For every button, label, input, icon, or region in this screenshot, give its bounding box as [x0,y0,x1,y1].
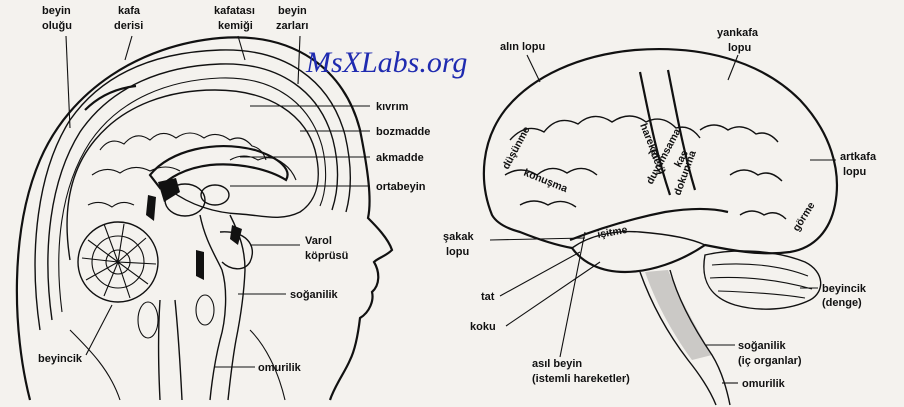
label-kafa-derisi-1: kafa [118,5,141,17]
label-akmadde: akmadde [376,152,424,164]
label-ortabeyin: ortabeyin [376,181,426,193]
label-beyincik-denge-1: beyincik [822,283,867,295]
label-omurilik-right: omurilik [742,378,786,390]
label-asil-beyin-1: asıl beyin [532,358,582,370]
left-leader-lines [65,35,370,368]
label-kafatasi-1: kafatası [214,5,255,17]
label-soganilik: soğanilik [290,289,339,301]
label-tat: tat [481,291,495,303]
label-varol-2: köprüsü [305,250,348,262]
label-beyin-zarlari-1: beyin [278,5,307,17]
left-labels: beyin oluğu kafa derisi kafatası kemiği … [38,5,430,374]
label-alin-lopu: alın lopu [500,41,545,53]
label-sakak-1: şakak [443,231,474,243]
label-artkafa-1: artkafa [840,151,877,163]
brain-lateral-drawing [482,47,839,406]
label-kafatasi-2: kemiği [218,20,253,32]
label-artkafa-2: lopu [843,166,866,178]
right-labels: alın lopu yankafa lopu artkafa lopu şaka… [443,27,877,390]
head-section-drawing [15,36,394,401]
label-soganilik-ic-1: soğanilik [738,340,787,352]
label-asil-beyin-2: (istemli hareketler) [532,373,630,385]
right-leader-lines [489,54,836,384]
label-sakak-2: lopu [446,246,469,258]
label-kafa-derisi-2: derisi [114,20,143,32]
label-varol-1: Varol [305,235,332,247]
label-bozmadde: bozmadde [376,126,430,138]
label-beyincik: beyincik [38,353,83,365]
region-isitme: işitme [596,224,628,241]
label-kivrim: kıvrım [376,101,409,113]
label-soganilik-ic-2: (iç organlar) [738,355,802,367]
label-omurilik: omurilik [258,362,302,374]
label-beyin-olugu-2: oluğu [42,20,72,32]
watermark-logo: MsXLabs.org [305,46,467,79]
label-koku: koku [470,321,496,333]
label-beyincik-denge-2: (denge) [822,297,862,309]
label-yankafa-2: lopu [728,42,751,54]
label-yankafa-1: yankafa [717,27,759,39]
label-beyin-olugu-1: beyin [42,5,71,17]
label-beyin-zarlari-2: zarları [276,20,308,32]
